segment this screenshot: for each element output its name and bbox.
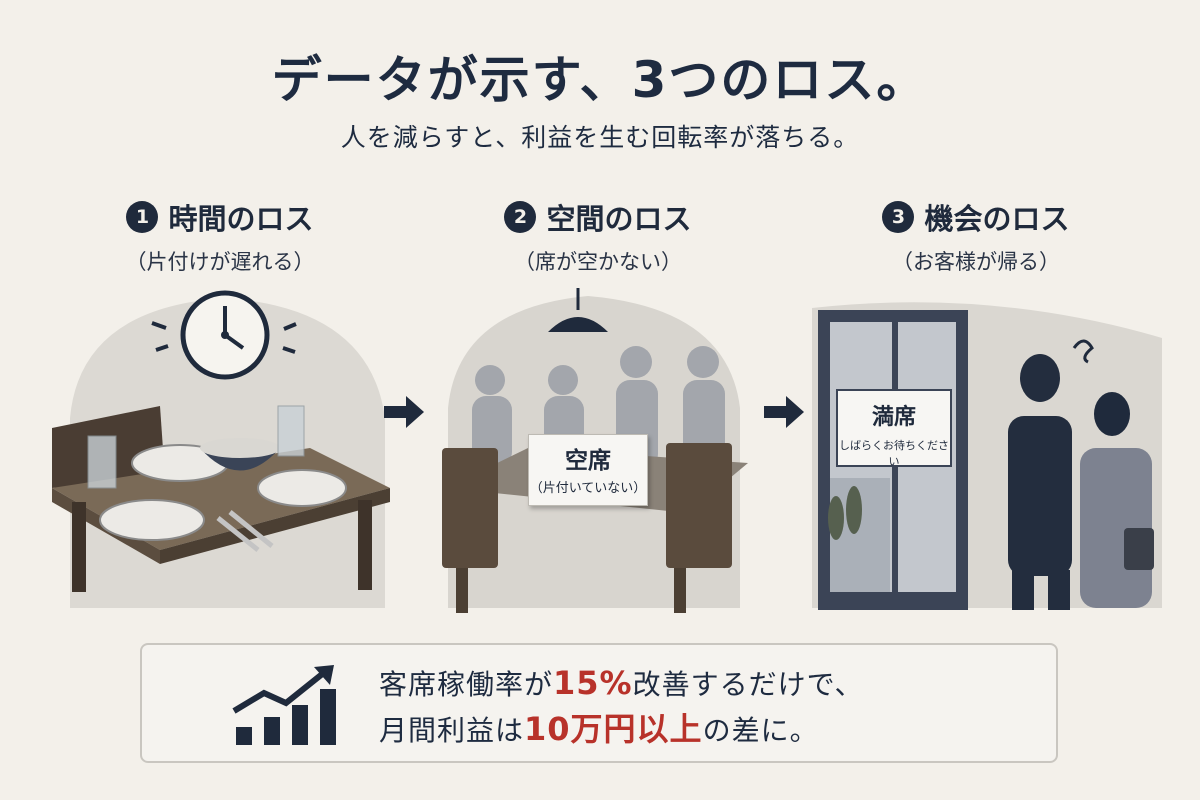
- loss-space-title: 空間のロス: [546, 202, 692, 236]
- summary-line-2: 月間利益は10万円以上の差に。: [379, 707, 864, 753]
- number-badge-3: 3: [882, 201, 915, 233]
- man-silhouette: [1008, 354, 1072, 610]
- messy-table-illustration: [52, 290, 390, 608]
- number-badge-1: 1: [126, 201, 159, 233]
- woman-silhouette: [1080, 392, 1154, 608]
- vacant-sign: 空席 （片付いていない）: [528, 434, 648, 506]
- full-sign-title: 満席: [871, 405, 916, 430]
- loss-time-header: 1 時間のロス （片付けが遅れる）: [30, 196, 410, 276]
- loss-opportunity-subtitle: （お客様が帰る）: [892, 250, 1060, 274]
- pendant-lamp-icon: [548, 317, 608, 332]
- right-arrow-icon: [384, 396, 424, 428]
- utilization-improvement-value: 15%: [553, 664, 633, 702]
- confused-squiggle-icon: [1072, 339, 1094, 364]
- right-arrow-icon: [764, 396, 804, 428]
- summary-line2-prefix: 月間利益は: [379, 714, 525, 747]
- loss-time-title: 時間のロス: [168, 202, 314, 236]
- vacant-sign-title: 空席: [565, 448, 611, 474]
- loss-space-subtitle: （席が空かない）: [514, 250, 682, 274]
- clock-icon: [151, 290, 297, 380]
- profit-difference-value: 10万円以上: [524, 710, 703, 748]
- page-subtitle: 人を減らすと、利益を生む回転率が落ちる。: [340, 123, 860, 152]
- loss-time-subtitle: （片付けが遅れる）: [125, 250, 315, 274]
- summary-text: 客席稼働率が15%改善するだけで、 月間利益は10万円以上の差に。: [379, 661, 864, 753]
- loss-opportunity-header: 3 機会のロス （お客様が帰る）: [786, 196, 1166, 276]
- summary-line1-prefix: 客席稼働率が: [379, 668, 554, 701]
- page-title: データが示す、3つのロス。: [271, 51, 929, 109]
- summary-line-1: 客席稼働率が15%改善するだけで、: [379, 661, 864, 707]
- loss-opportunity-title: 機会のロス: [924, 202, 1070, 236]
- vacant-sign-subtitle: （片付いていない）: [529, 481, 647, 496]
- summary-box: 客席稼働率が15%改善するだけで、 月間利益は10万円以上の差に。: [140, 643, 1058, 763]
- plant-icon: [828, 486, 862, 540]
- summary-line2-suffix: の差に。: [702, 714, 819, 747]
- summary-line1-suffix: 改善するだけで、: [632, 668, 864, 701]
- growth-chart-icon: [232, 665, 336, 745]
- loss-space-header: 2 空間のロス （席が空かない）: [408, 196, 788, 276]
- full-sign-subtitle: しばらくお待ちください: [839, 439, 949, 468]
- number-badge-2: 2: [504, 201, 537, 233]
- full-sign: 満席 しばらくお待ちください: [836, 389, 952, 468]
